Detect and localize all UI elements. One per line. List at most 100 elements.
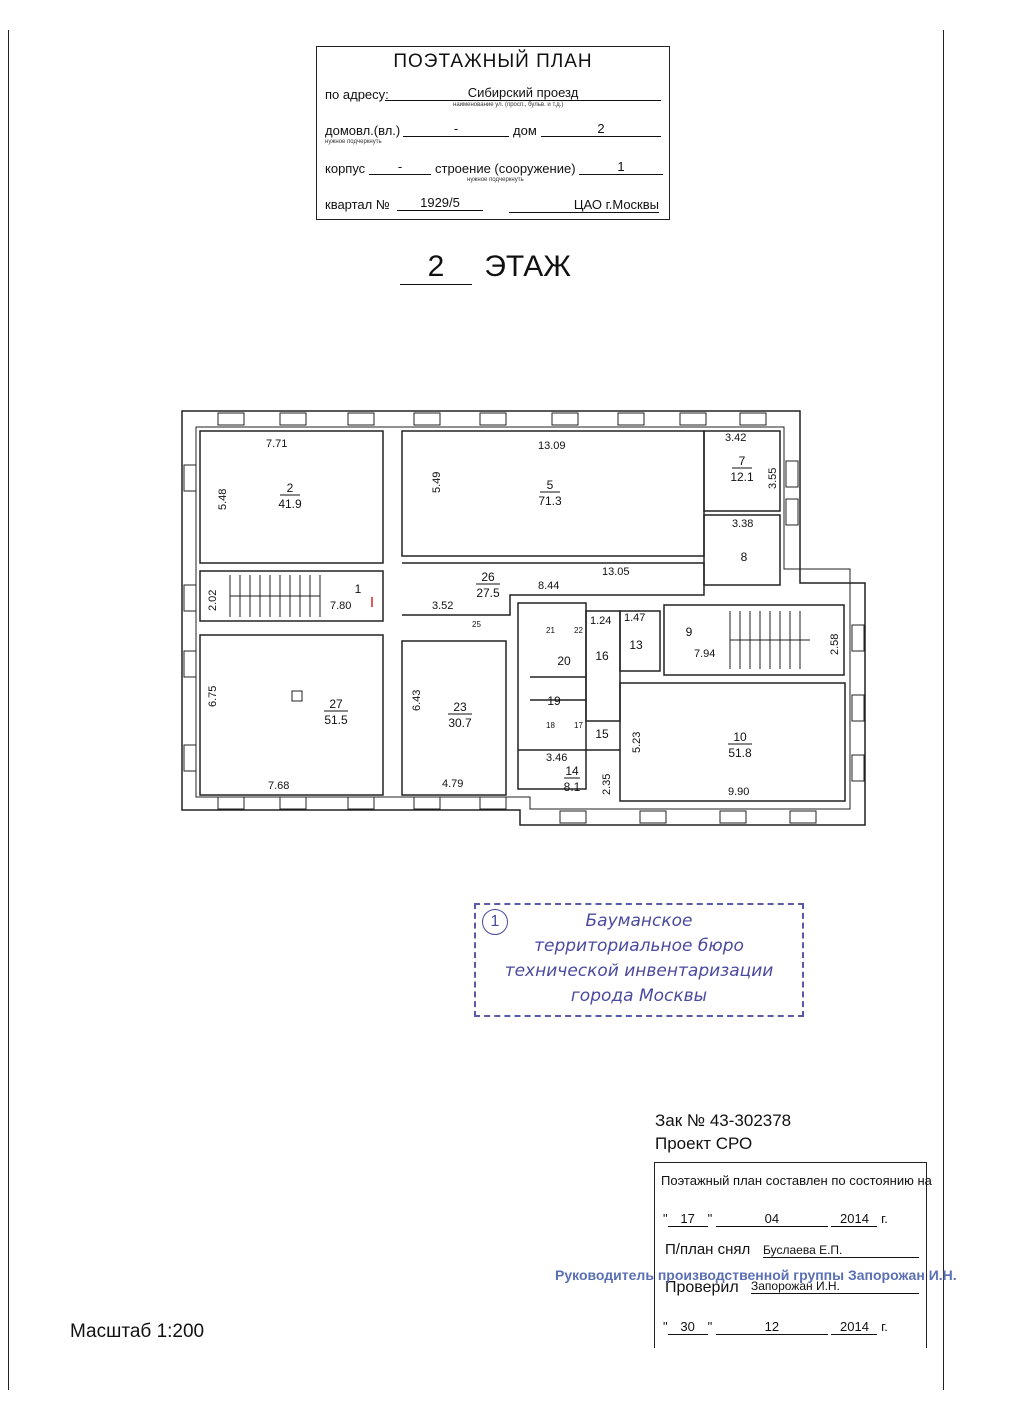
date-1-year: 2014 (831, 1211, 878, 1227)
room-area: 71.3 (538, 494, 562, 508)
dim-label: 3.52 (432, 600, 453, 612)
room-number: 5 (547, 478, 554, 492)
room-area: 30.7 (448, 716, 472, 730)
room-area: 12.1 (730, 470, 754, 484)
room-1-number: 1 (355, 582, 362, 596)
checked-by-name: Запорожан И.Н. (751, 1279, 919, 1294)
floor-plan-drawing: 7.71 13.09 3.42 5.48 5.49 3.55 3.38 2.02… (181, 410, 866, 826)
dim-label: 6.75 (207, 686, 219, 707)
room-25-number: 25 (472, 620, 481, 629)
dim-label: 7.71 (266, 438, 287, 450)
dim-label: 7.80 (330, 600, 351, 612)
room-18-number: 18 (546, 721, 555, 730)
room-9-number: 9 (686, 625, 693, 639)
floor-plan: 7.71 13.09 3.42 5.48 5.49 3.55 3.38 2.02… (180, 405, 870, 835)
domovl-value: - (403, 121, 509, 137)
dim-label: 3.46 (546, 752, 567, 764)
room-19-number: 19 (547, 694, 561, 708)
group-head-stamp: Руководитель производственной группы Зап… (555, 1267, 957, 1283)
address-label: по адресу: (325, 87, 389, 102)
district: ЦАО г.Москвы (509, 197, 659, 213)
stroenie-label: строение (сооружение) (435, 161, 576, 176)
address-value: Сибирский проезд (385, 85, 661, 101)
korpus-label: корпус (325, 161, 366, 176)
room-area: 51.5 (324, 713, 348, 727)
dim-label: 1.47 (624, 612, 645, 624)
date-1-day: 17 (667, 1211, 708, 1227)
dim-label: 13.05 (602, 566, 630, 578)
room-23: 23 30.7 (448, 700, 472, 730)
room-number: 23 (453, 700, 467, 714)
bti-stamp: 1 Бауманское территориальное бюро технич… (474, 903, 804, 1017)
room-area: 27.5 (476, 586, 500, 600)
room-number: 27 (329, 697, 343, 711)
room-14: 14 8.1 (564, 764, 581, 794)
dom-label: дом (513, 123, 537, 138)
room-10: 10 51.8 (728, 730, 752, 760)
date-1-suffix: г. (881, 1211, 888, 1226)
page-frame (8, 30, 944, 1390)
room-15-number: 15 (595, 727, 609, 741)
stamp-line: города Москвы (570, 986, 708, 1006)
plan-heading: ПОЭТАЖНЫЙ ПЛАН (393, 51, 593, 72)
dim-label: 2.35 (601, 774, 613, 795)
room-number: 10 (733, 730, 747, 744)
taken-by-label: П/план снял (665, 1241, 751, 1258)
stroenie-value: 1 (579, 159, 663, 175)
room-8-number: 8 (741, 550, 748, 564)
korpus-value: - (369, 159, 431, 175)
dim-label: 2.58 (829, 634, 841, 655)
stamp-line: Бауманское (585, 911, 693, 931)
dim-label: 7.68 (268, 780, 289, 792)
dim-label: 5.49 (431, 472, 443, 493)
dim-label: 5.23 (631, 732, 643, 753)
domovl-hint: нужное подчеркнуть (325, 139, 382, 145)
stamp-line: технической инвентаризации (504, 961, 774, 981)
room-20-number: 20 (557, 654, 571, 668)
domovl-label: домовл.(вл.) (325, 123, 401, 138)
taken-by-name: Буслаева Е.П. (763, 1243, 919, 1258)
floor-label: ЭТАЖ (484, 250, 571, 283)
dim-label: 7.94 (694, 648, 715, 660)
kvartal-value: 1929/5 (397, 195, 483, 211)
room-5: 5 71.3 (538, 478, 562, 508)
scale-label: Масштаб 1:200 (70, 1321, 205, 1342)
stamp-line: территориальное бюро (534, 936, 744, 956)
floor-title: 2 ЭТАЖ (400, 250, 571, 285)
room-13-number: 13 (629, 638, 643, 652)
dim-label: 3.42 (725, 432, 746, 444)
dim-label: 9.90 (728, 786, 749, 798)
checked-by-label: Проверил (665, 1279, 739, 1296)
date-2-month: 12 (715, 1319, 828, 1335)
room-area: 51.8 (728, 746, 752, 760)
floor-number: 2 (400, 250, 472, 285)
address-hint: наименование ул. (просп., бульв. и т.д.) (453, 102, 564, 108)
room-number: 14 (565, 764, 579, 778)
dim-label: 2.02 (207, 590, 219, 611)
dim-label: 1.24 (590, 615, 611, 627)
room-22-number: 22 (574, 626, 583, 635)
room-2: 2 41.9 (278, 481, 302, 511)
state-text: Поэтажный план составлен по состоянию на (661, 1173, 932, 1188)
room-number: 7 (739, 454, 746, 468)
project-label: Проект СРО (655, 1134, 753, 1153)
dim-label: 13.09 (538, 440, 566, 452)
date-2-suffix: г. (881, 1319, 888, 1334)
kvartal-label: квартал № (325, 197, 390, 212)
room-21-number: 21 (546, 626, 555, 635)
room-7: 7 12.1 (730, 454, 754, 484)
order-number: Зак № 43-302378 (655, 1111, 792, 1130)
room-26: 26 27.5 (476, 570, 500, 600)
stroenie-hint: нужное подчеркнуть (467, 177, 524, 183)
room-area: 41.9 (278, 497, 302, 511)
room-number: 2 (287, 481, 294, 495)
date-1: "17" 04 2014 г. (663, 1211, 888, 1227)
title-block: ПОЭТАЖНЫЙ ПЛАН по адресу: Сибирский прое… (316, 46, 670, 220)
dim-label: 3.38 (732, 518, 753, 530)
signature-block: Поэтажный план составлен по состоянию на… (654, 1162, 932, 1348)
dim-label: 3.55 (767, 468, 779, 489)
room-17-number: 17 (574, 721, 583, 730)
room-16-number: 16 (595, 649, 609, 663)
dim-label: 6.43 (411, 690, 423, 711)
date-2: "30" 12 2014 г. (663, 1319, 888, 1335)
